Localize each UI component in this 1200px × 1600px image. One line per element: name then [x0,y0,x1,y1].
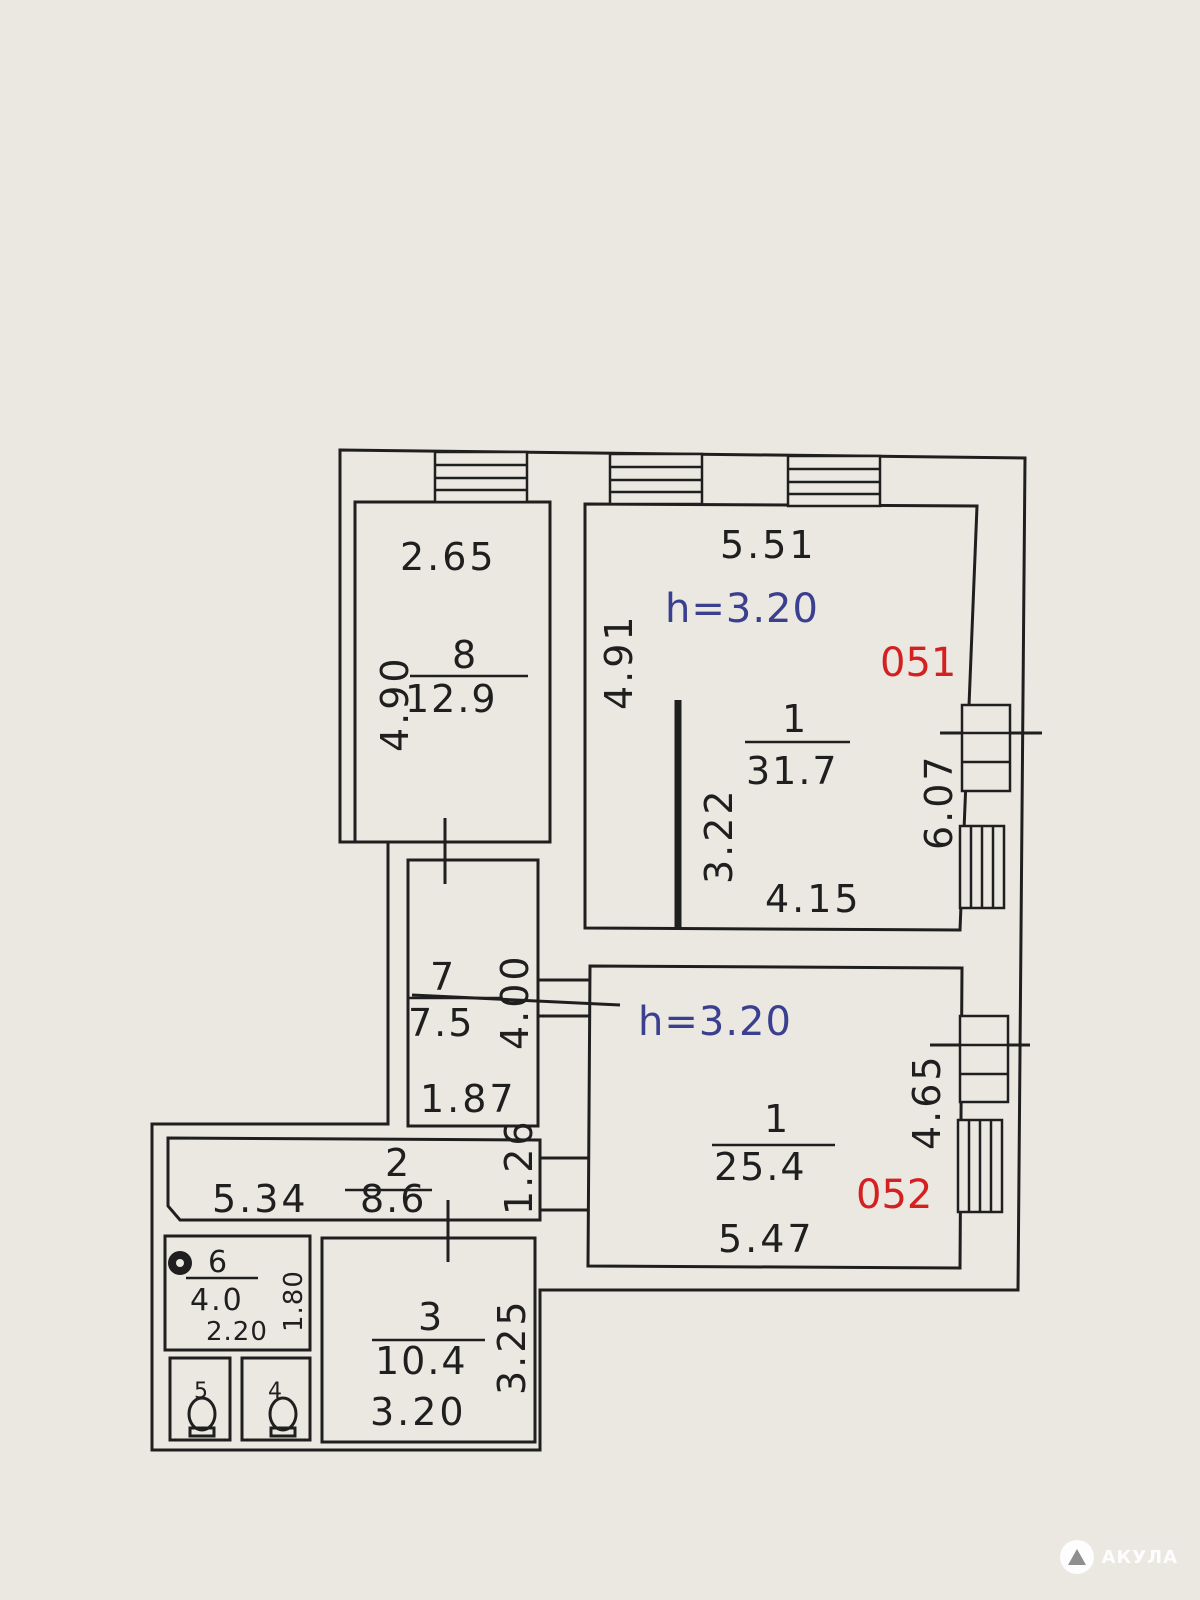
window-top-2 [608,452,704,506]
room1-lower-dim-right: 4.65 [905,1053,949,1150]
toilet-icon [268,1396,298,1438]
room6-area: 4.0 [190,1283,244,1318]
room7-wall [406,858,540,1128]
room8-number: 8 [452,633,478,677]
window-right-3 [958,1014,1010,1104]
room6-number: 6 [208,1245,229,1280]
watermark: АКУЛА [1059,1540,1178,1574]
window-top-3 [786,454,882,508]
room1-upper-dim-bottom: 4.15 [765,877,862,921]
room1-upper-dim-partition: 3.22 [697,787,741,884]
room1-upper-wall [583,502,979,932]
room2-number: 2 [385,1141,411,1185]
window-right-1 [960,703,1012,793]
room2-wall [166,1136,542,1222]
room1-lower-number: 1 [764,1097,790,1141]
room8-area: 12.9 [405,677,498,721]
watermark-text: АКУЛА [1101,1546,1178,1568]
toilet-icon [187,1396,217,1438]
room1-lower-code: 052 [856,1172,932,1218]
room1-upper-height: h=3.20 [665,586,819,632]
room2-dim-length: 5.34 [212,1177,309,1221]
room6-wall [163,1234,312,1352]
room1-upper-dim-top: 5.51 [720,523,817,567]
room1-lower-wall [586,964,964,1270]
room1-lower-area: 25.4 [714,1145,807,1189]
room2-area: 8.6 [360,1177,426,1221]
room1-lower-height: h=3.20 [638,999,792,1045]
room1-lower-dim-bottom: 5.47 [718,1217,815,1261]
room1-upper-dim-right: 6.07 [917,753,961,850]
room3-number: 3 [418,1295,444,1339]
window-right-4 [956,1118,1004,1214]
window-top-1 [433,450,529,504]
room3-dim-side: 3.25 [490,1298,534,1395]
room6-dim-side: 1.80 [279,1270,309,1332]
room7-number: 7 [430,955,456,999]
room8-dim-top: 2.65 [400,535,497,579]
room5-number: 5 [194,1379,210,1404]
room5-wall [168,1356,232,1442]
shark-logo-icon [1059,1540,1094,1574]
room3-dim-bottom: 3.20 [370,1390,467,1434]
room6-dim-width: 2.20 [206,1317,268,1347]
room4-number: 4 [268,1379,284,1404]
room1-upper-code: 051 [880,640,956,686]
room3-area: 10.4 [375,1339,468,1383]
room7-dim-bottom: 1.87 [420,1077,517,1121]
room4-wall [240,1356,312,1442]
window-right-2 [958,824,1006,910]
room7-area: 7.5 [408,1001,474,1045]
room1-upper-dim-left: 4.91 [597,613,641,710]
room2-dim-width: 1.26 [497,1118,541,1215]
room8-dim-side: 4.90 [373,655,417,752]
room7-dim-side: 4.00 [493,953,537,1050]
room1-upper-number: 1 [782,697,808,741]
room3-wall [320,1236,537,1444]
room1-upper-area: 31.7 [746,749,839,793]
